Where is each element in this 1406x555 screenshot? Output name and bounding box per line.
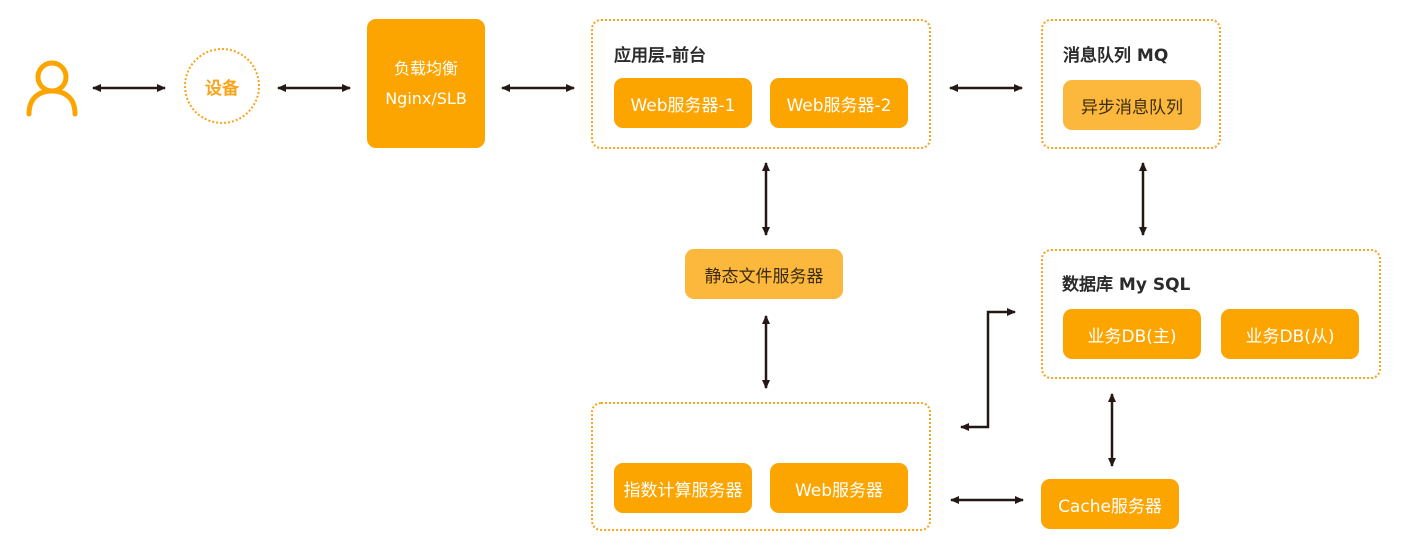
index-compute-server-node[interactable]: 指数计算服务器 <box>614 463 752 513</box>
user-icon <box>24 58 80 118</box>
cache-server-node[interactable]: Cache服务器 <box>1041 479 1179 529</box>
db-master-node[interactable]: 业务DB(主) <box>1063 309 1201 359</box>
index-compute-server-label: 指数计算服务器 <box>623 480 743 501</box>
device-node[interactable]: 设备 <box>184 48 260 124</box>
cache-server-label: Cache服务器 <box>1058 496 1162 517</box>
backend-web-server-label: Web服务器 <box>794 480 884 501</box>
backend-web-server-node[interactable]: Web服务器 <box>770 463 908 513</box>
db-master-label: 业务DB(主) <box>1087 326 1177 347</box>
app-layer-title: 应用层-前台 <box>614 46 707 66</box>
database-group: 数据库 My SQL 业务DB(主) 业务DB(从) <box>1041 249 1381 379</box>
load-balancer-node[interactable]: 负载均衡 Nginx/SLB <box>367 19 485 148</box>
device-label: 设备 <box>205 78 239 99</box>
static-file-server-label: 静态文件服务器 <box>704 266 824 287</box>
mq-title: 消息队列 MQ <box>1063 46 1169 66</box>
web-server-1-node[interactable]: Web服务器-1 <box>614 78 752 128</box>
arrow-backend-db-elbow <box>960 308 1016 431</box>
db-slave-label: 业务DB(从) <box>1245 326 1335 347</box>
db-slave-node[interactable]: 业务DB(从) <box>1221 309 1359 359</box>
web-server-2-label: Web服务器-2 <box>786 95 892 116</box>
load-balancer-label-en: Nginx/SLB <box>385 88 467 108</box>
static-file-server-node[interactable]: 静态文件服务器 <box>685 249 843 299</box>
database-title: 数据库 My SQL <box>1062 275 1191 295</box>
mq-group: 消息队列 MQ 异步消息队列 <box>1041 19 1221 149</box>
web-server-1-label: Web服务器-1 <box>630 95 736 116</box>
app-layer-group: 应用层-前台 Web服务器-1 Web服务器-2 <box>591 19 931 149</box>
web-server-2-node[interactable]: Web服务器-2 <box>770 78 908 128</box>
load-balancer-label-cn: 负载均衡 <box>393 58 458 78</box>
backend-group: 指数计算服务器 Web服务器 <box>591 402 931 531</box>
async-queue-node[interactable]: 异步消息队列 <box>1063 80 1201 130</box>
async-queue-label: 异步消息队列 <box>1081 97 1183 118</box>
